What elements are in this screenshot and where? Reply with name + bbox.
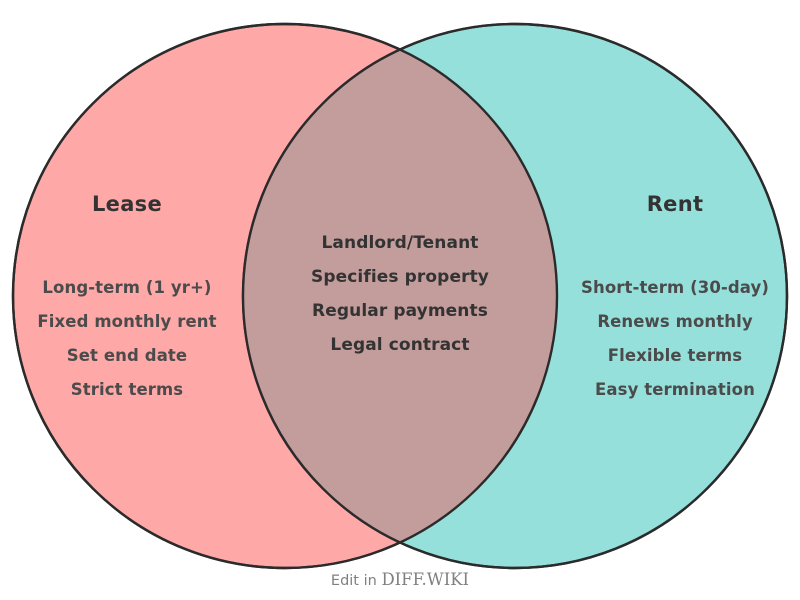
venn-circle-right-outline bbox=[241, 22, 789, 570]
edit-link[interactable]: Edit in DIFF.WIKI bbox=[0, 570, 800, 589]
venn-circle-left-outline bbox=[11, 22, 559, 570]
edit-link-prefix: Edit in bbox=[330, 573, 382, 589]
venn-intersection-region[interactable] bbox=[243, 24, 787, 568]
edit-link-brand: DIFF.WIKI bbox=[381, 570, 470, 589]
